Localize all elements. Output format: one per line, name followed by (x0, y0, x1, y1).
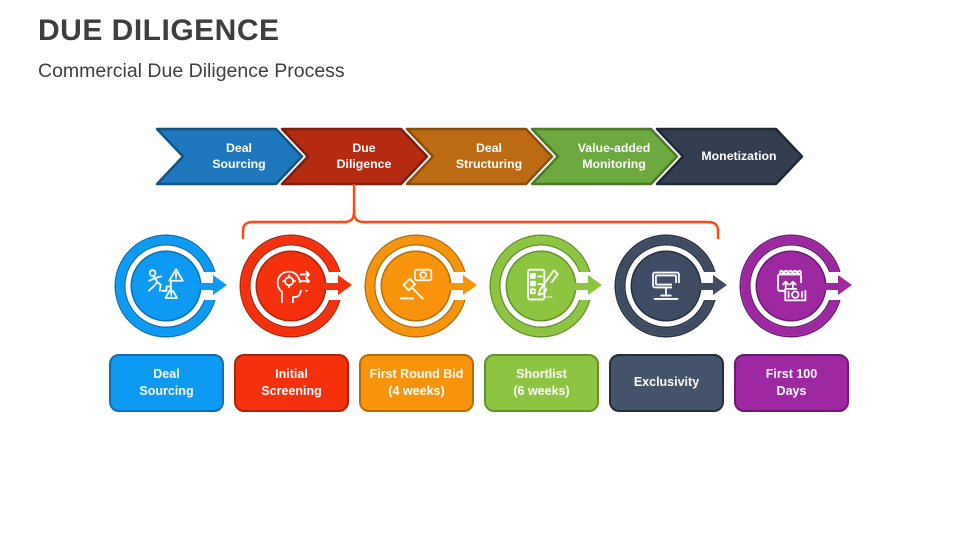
step-circle-first-round-bid (366, 236, 477, 336)
step-label-deal-sourcing: Deal Sourcing (109, 354, 224, 412)
connector-arrow-shaft (672, 282, 714, 290)
connector-arrow-shaft (422, 282, 464, 290)
step-circle-first-100-days (741, 236, 852, 336)
process-flow: Deal Sourcing Due Diligence Deal Structu… (155, 127, 805, 186)
step-circle-exclusivity (616, 236, 727, 336)
signboard-icon (643, 263, 689, 309)
step-label-shortlist: Shortlist (6 weeks) (484, 354, 599, 412)
chevron-arrow-shape (655, 127, 804, 186)
step-label-first-round-bid: First Round Bid (4 weeks) (359, 354, 474, 412)
slide-subtitle: Commercial Due Diligence Process (38, 60, 345, 82)
chevron-label: Due Diligence (336, 140, 392, 171)
connector-arrow-shaft (797, 282, 839, 290)
chevron-due-diligence: Due Diligence (280, 127, 430, 186)
connector-arrow-head (338, 275, 352, 295)
connector-arrow-shaft (547, 282, 589, 290)
step-circle-shortlist (491, 236, 602, 336)
connector-arrow-head (463, 275, 477, 295)
connector-arrow-head (588, 275, 602, 295)
connector-arrow-head (713, 275, 727, 295)
circle-disk (382, 252, 450, 320)
chevron-label: Monetization (701, 148, 777, 163)
chevron-deal-structuring: Deal Structuring (405, 127, 555, 186)
running-person-risk-icon (143, 263, 189, 309)
connector-arrow-head (213, 275, 227, 295)
step-label-exclusivity: Exclusivity (609, 354, 724, 412)
connector-arrow-head (838, 275, 852, 295)
chevron-label: Value-added Monitoring (577, 140, 651, 171)
screening-head-icon (268, 263, 314, 309)
step-circle-deal-sourcing (116, 236, 227, 336)
chevron-label: Deal Sourcing (212, 140, 266, 171)
slide-title: DUE DILIGENCE (38, 14, 280, 47)
step-label-initial-screening: Initial Screening (234, 354, 349, 412)
chevron-monetization: Monetization (655, 127, 805, 186)
step-label-first-100-days: First 100 Days (734, 354, 849, 412)
step-circle-initial-screening (241, 236, 352, 336)
connector-arrow-shaft (297, 282, 339, 290)
checklist-pencil-icon (518, 263, 564, 309)
connector-arrow-shaft (172, 282, 214, 290)
chevron-label: Deal Structuring (455, 140, 523, 171)
gavel-money-bid-icon (393, 263, 439, 309)
